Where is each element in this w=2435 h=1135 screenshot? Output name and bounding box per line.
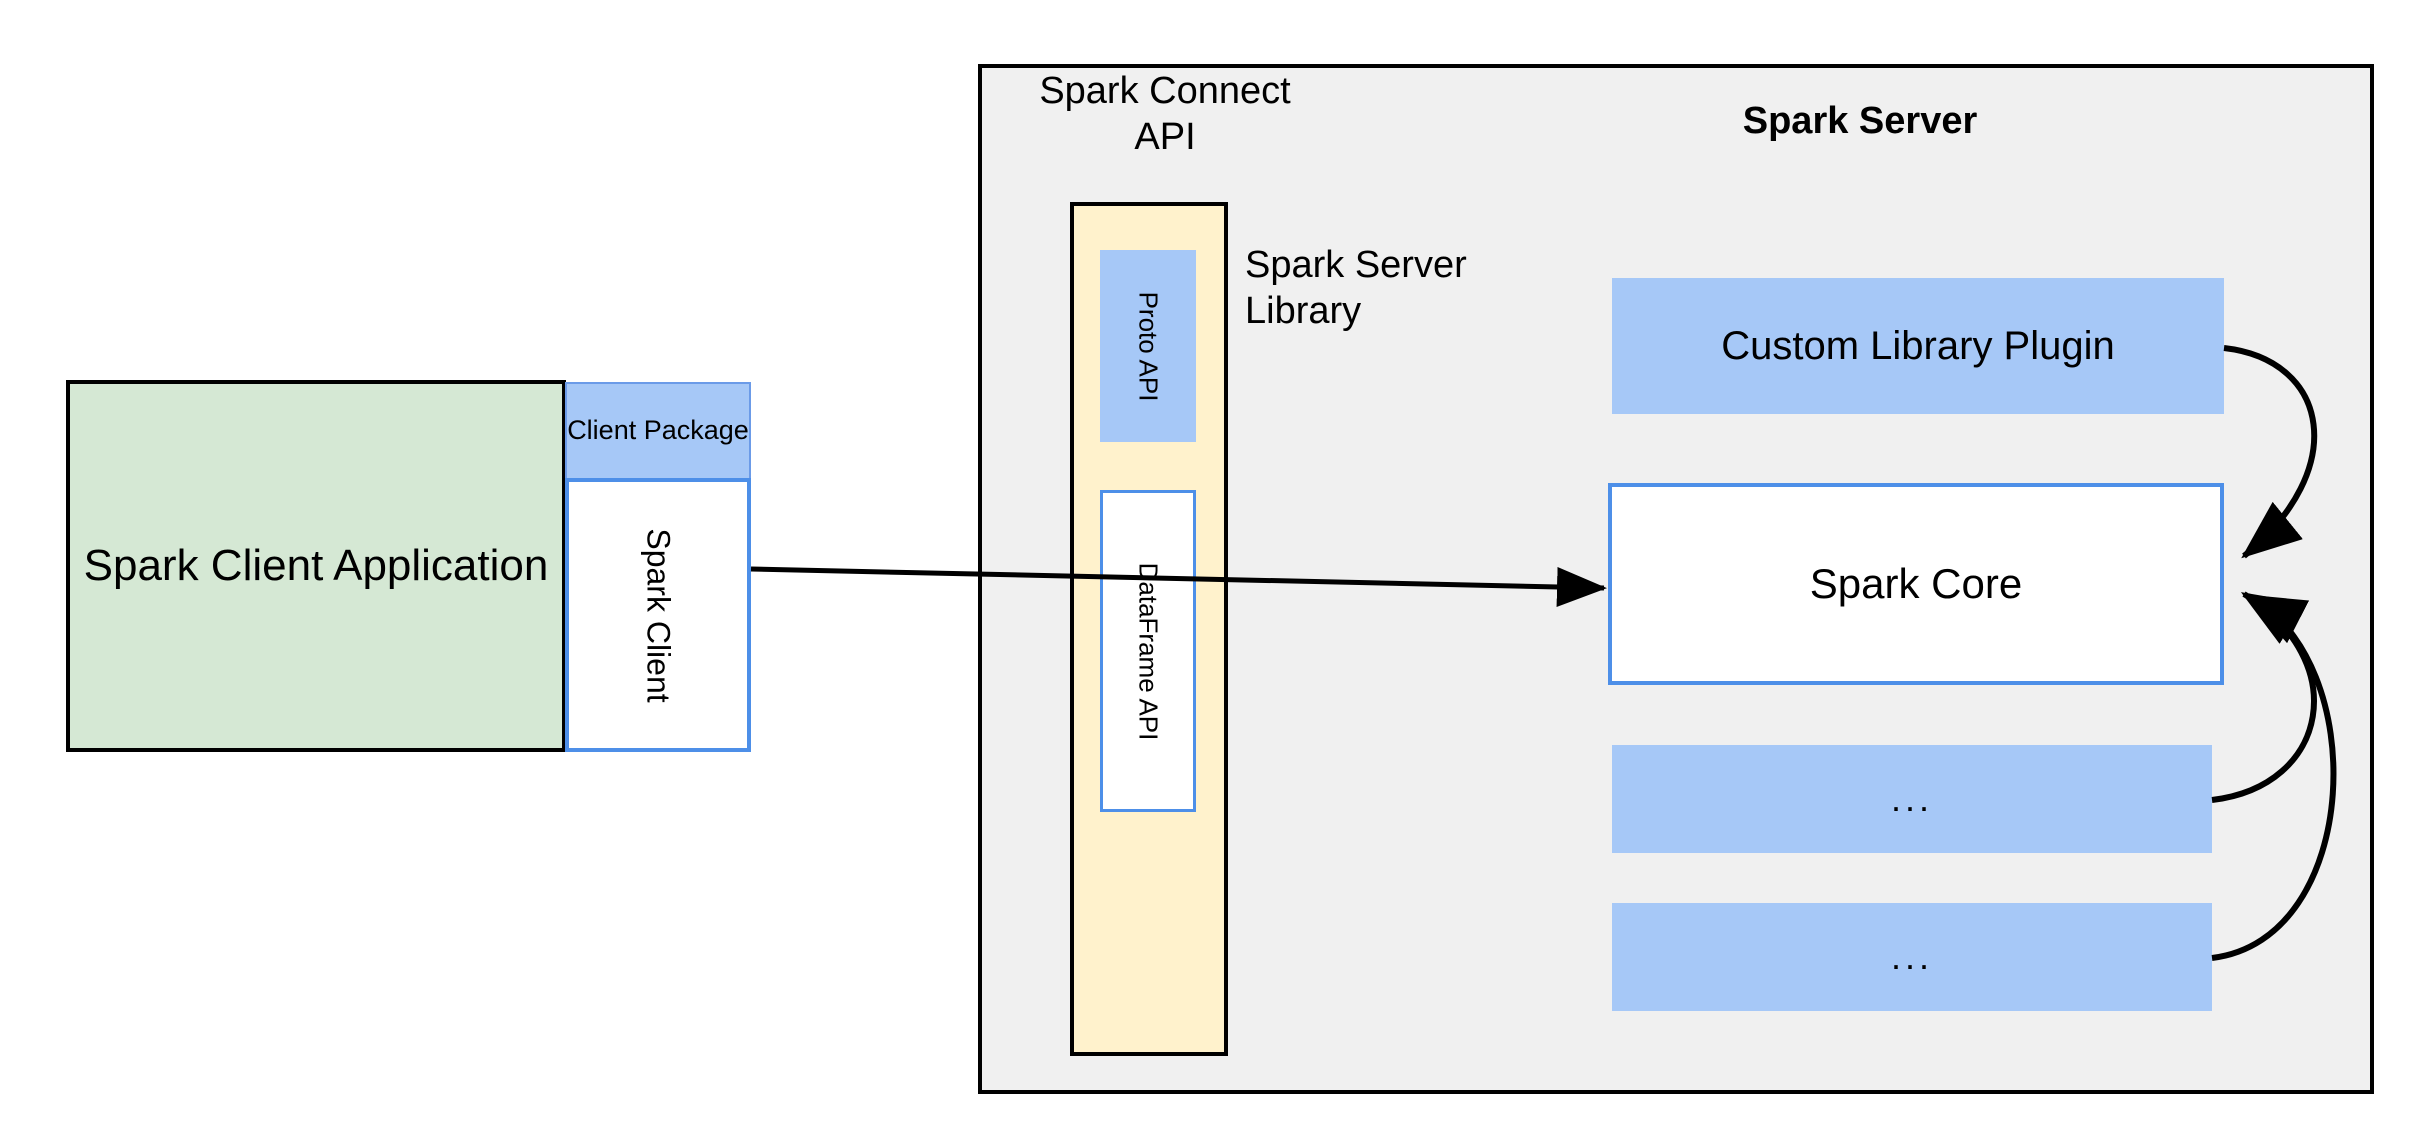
dataframe-api-box[interactable]: DataFrame API (1100, 490, 1196, 812)
custom-library-plugin-box[interactable]: Custom Library Plugin (1612, 278, 2224, 414)
ellipsis-box-2[interactable]: ... (1612, 903, 2212, 1011)
client-package-label: Client Package (567, 415, 749, 446)
proto-api-label: Proto API (1133, 291, 1164, 401)
client-package-box[interactable]: Client Package (565, 382, 751, 480)
spark-core-box[interactable]: Spark Core (1608, 483, 2224, 685)
proto-api-box[interactable]: Proto API (1100, 250, 1196, 442)
spark-connect-api-label: Spark Connect API (1039, 70, 1291, 159)
spark-client-application-box[interactable]: Spark Client Application (66, 380, 566, 752)
spark-server-library-label: Spark Server Library (1245, 244, 1467, 333)
dataframe-api-label: DataFrame API (1133, 562, 1164, 740)
ellipsis-box-1[interactable]: ... (1612, 745, 2212, 853)
spark-core-label: Spark Core (1809, 560, 2023, 607)
ellipsis-box-1-label: ... (1890, 778, 1933, 819)
custom-library-plugin-label: Custom Library Plugin (1721, 323, 2115, 368)
spark-server-title: Spark Server (1742, 100, 1978, 142)
spark-client-box[interactable]: Spark Client (565, 478, 751, 752)
ellipsis-box-2-label: ... (1890, 936, 1933, 977)
spark-client-label: Spark Client (640, 527, 677, 703)
spark-client-application-label: Spark Client Application (83, 540, 549, 590)
